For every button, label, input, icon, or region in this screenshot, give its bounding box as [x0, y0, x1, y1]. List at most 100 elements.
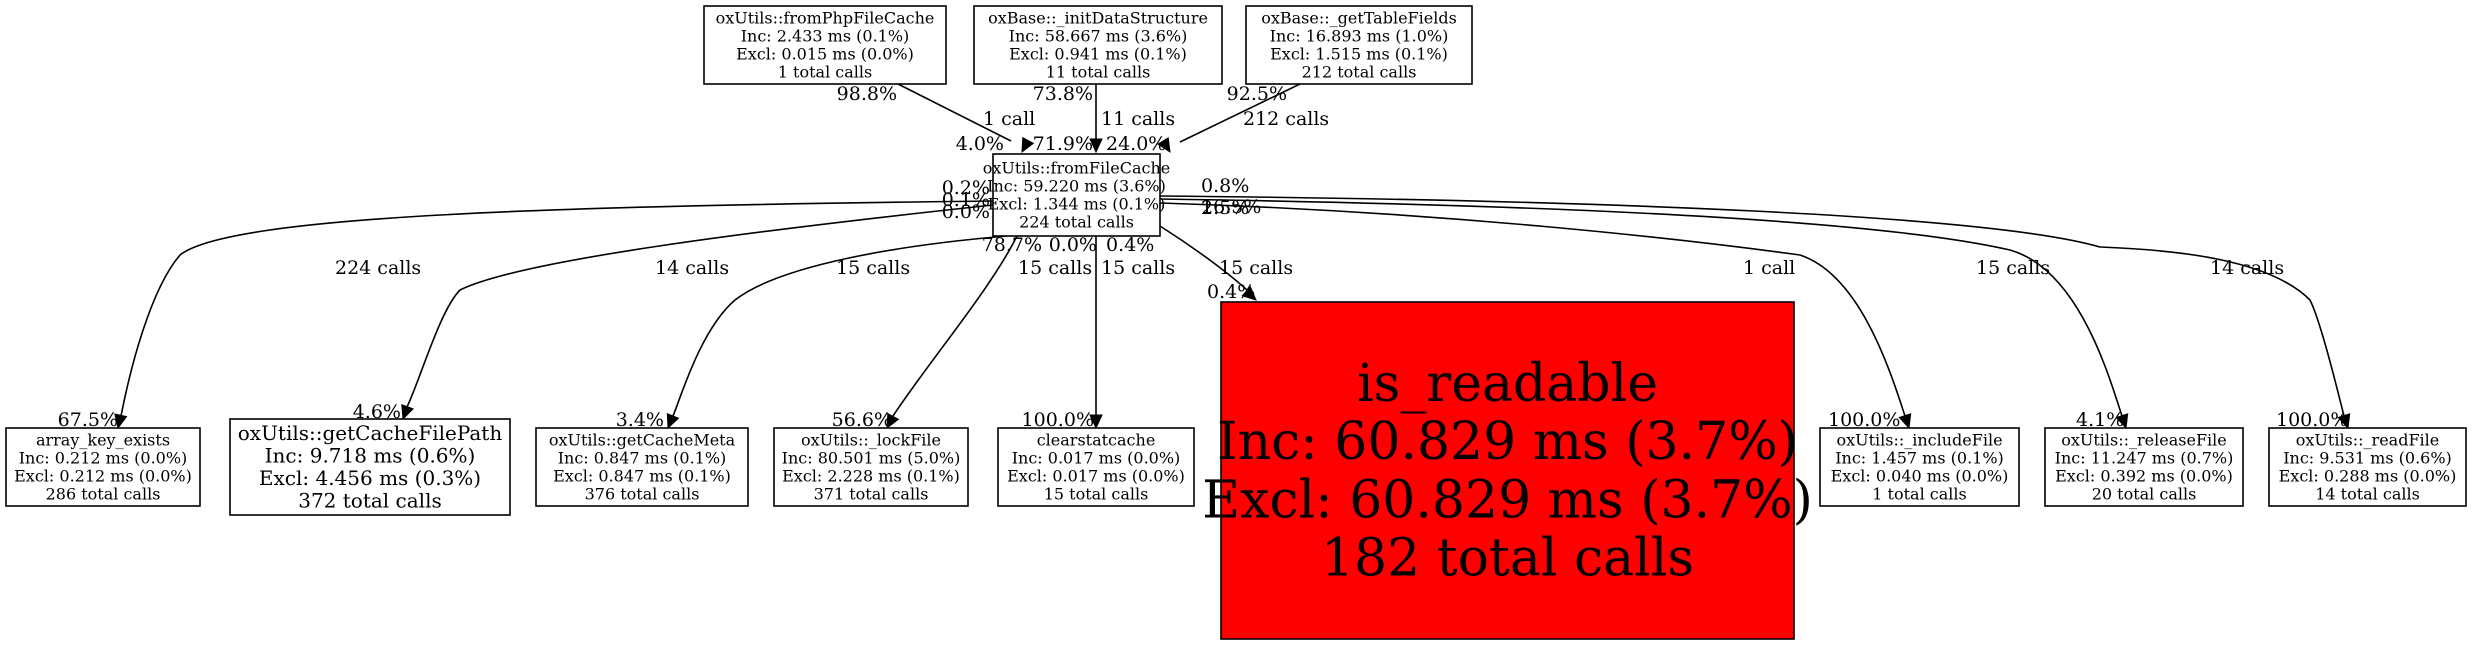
node-metric-line: Excl: 4.456 ms (0.3%)	[259, 466, 481, 490]
node-box	[1220, 301, 1795, 640]
node-metric-line: Excl: 0.040 ms (0.0%)	[1831, 466, 2009, 485]
node-metric-line: 182 total calls	[1321, 529, 1694, 589]
node-function-name: oxUtils::_includeFile	[1836, 431, 2002, 450]
edge-call-count-label: 224 calls	[335, 257, 421, 279]
edge-call-count-label: 15 calls	[1101, 257, 1175, 279]
edge-head-percent-label: 100.0%	[1022, 409, 1094, 431]
arrowhead	[2337, 413, 2351, 430]
node-metric-line: Inc: 59.220 ms (3.6%)	[987, 176, 1166, 195]
edge-call-count-label: 15 calls	[1976, 257, 2050, 279]
node-box	[992, 153, 1161, 237]
node-box	[773, 427, 969, 507]
node-function-name: oxUtils::getCacheMeta	[549, 431, 736, 450]
arrowhead	[1089, 138, 1103, 154]
edge-call-count-label: 1 call	[1743, 257, 1795, 279]
node-metric-line: 212 total calls	[1302, 62, 1417, 81]
node-metric-line: Inc: 58.667 ms (3.6%)	[1009, 26, 1188, 45]
node-function-name: oxUtils::_releaseFile	[2061, 431, 2227, 450]
node-metric-line: 376 total calls	[585, 484, 700, 503]
arrowhead	[1021, 136, 1035, 154]
node-metric-line: Inc: 9.531 ms (0.6%)	[2283, 448, 2452, 467]
edge-call-count-label: 11 calls	[1101, 108, 1175, 130]
node-metric-line: 20 total calls	[2092, 484, 2197, 503]
edge-tail-percent-label: 92.5%	[1227, 83, 1287, 105]
arrowhead	[401, 403, 414, 421]
edge-head-percent-label: 4.0%	[956, 133, 1004, 155]
node-function-name: is_readable	[1357, 354, 1658, 414]
edge-call-count-label: 15 calls	[836, 257, 910, 279]
node-metric-line: 286 total calls	[46, 484, 161, 503]
edge-tail-percent-label: 0.0%	[1049, 234, 1097, 256]
edge-fromFileCache-to-includeFile	[1159, 202, 1906, 417]
edge-fromFileCache-to-lockFile	[892, 235, 1018, 417]
node-metric-line: 1 total calls	[778, 62, 872, 81]
edge-tail-percent-label: 16.5%	[1201, 196, 1261, 218]
node-box	[229, 418, 511, 516]
edge-head-percent-label: 4.6%	[353, 401, 401, 423]
node-metric-line: Inc: 16.893 ms (1.0%)	[1270, 26, 1449, 45]
node-metric-line: 224 total calls	[1019, 212, 1134, 231]
node-function-name: array_key_exists	[36, 431, 170, 450]
node-metric-line: 11 total calls	[1046, 62, 1151, 81]
node-metric-line: Inc: 1.457 ms (0.1%)	[1835, 448, 2004, 467]
node-metric-line: Excl: 2.228 ms (0.1%)	[782, 466, 960, 485]
arrowhead	[1157, 136, 1171, 154]
edge-fromFileCache-to-getCacheMeta	[672, 235, 1008, 417]
node-metric-line: Inc: 0.212 ms (0.0%)	[19, 448, 188, 467]
edge-tail-percent-label: 73.8%	[1033, 83, 1093, 105]
node-box	[5, 427, 201, 507]
node-box	[2268, 427, 2467, 507]
edge-head-percent-label: 100.0%	[1828, 409, 1900, 431]
node-metric-line: Inc: 60.829 ms (3.7%)	[1217, 412, 1798, 472]
node-metric-line: Excl: 60.829 ms (3.7%)	[1202, 470, 1813, 530]
edge-call-count-label: 14 calls	[2210, 257, 2284, 279]
edge-tail-percent-label: 0.2%	[942, 177, 990, 199]
edge-getTableFields-to-fromFileCache	[1179, 83, 1301, 143]
edge-fromFileCache-to-readFile	[1159, 195, 2345, 417]
node-function-name: oxBase::_initDataStructure	[988, 9, 1208, 28]
node-metric-line: Excl: 0.017 ms (0.0%)	[1007, 466, 1185, 485]
node-metric-line: Excl: 0.015 ms (0.0%)	[736, 44, 914, 63]
node-function-name: oxUtils::_readFile	[2296, 431, 2440, 450]
edge-head-percent-label: 56.6%	[832, 409, 892, 431]
node-metric-line: Excl: 0.288 ms (0.0%)	[2279, 466, 2457, 485]
node-box	[997, 427, 1195, 507]
node-metric-line: 372 total calls	[298, 488, 442, 512]
arrowhead	[666, 412, 680, 430]
node-box	[703, 5, 947, 85]
edge-tail-percent-label: 0.0%	[942, 201, 990, 223]
node-box	[1245, 5, 1473, 85]
edge-head-percent-label: 67.5%	[58, 409, 118, 431]
node-function-name: oxUtils::getCacheFilePath	[238, 421, 503, 445]
arrowhead	[886, 412, 900, 430]
node-metric-line: Excl: 0.847 ms (0.1%)	[553, 466, 731, 485]
edge-head-percent-label: 0.4%	[1207, 281, 1255, 303]
node-box	[973, 5, 1223, 85]
node-function-name: clearstatcache	[1037, 431, 1156, 450]
edge-tail-percent-label: 2.5%	[1201, 197, 1249, 219]
edge-fromFileCache-to-releaseFile	[1159, 198, 2123, 417]
edge-call-count-label: 212 calls	[1243, 108, 1329, 130]
node-metric-line: Inc: 0.847 ms (0.1%)	[558, 448, 727, 467]
edge-fromFileCache-to-array_key_exists	[120, 200, 994, 417]
node-metric-line: Excl: 1.344 ms (0.1%)	[988, 194, 1166, 213]
edge-call-count-label: 1 call	[983, 108, 1035, 130]
node-metric-line: Excl: 0.392 ms (0.0%)	[2055, 466, 2233, 485]
node-metric-line: Inc: 0.017 ms (0.0%)	[1012, 448, 1181, 467]
node-metric-line: 1 total calls	[1872, 484, 1966, 503]
node-function-name: oxUtils::fromFileCache	[983, 159, 1171, 178]
